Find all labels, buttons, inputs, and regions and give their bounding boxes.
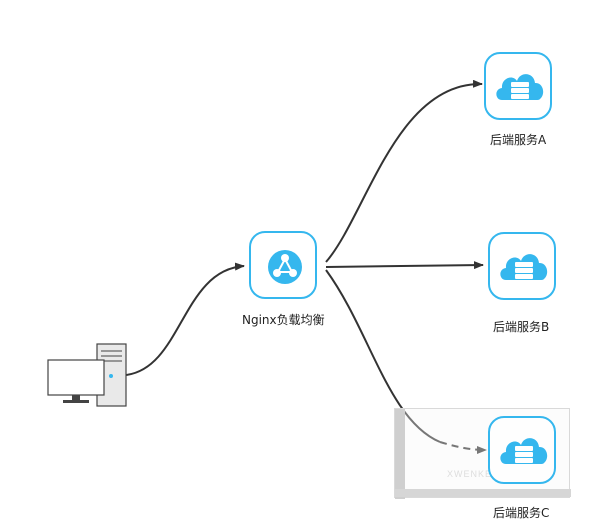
arrow-nginx-to-backend-c-dashed (439, 441, 487, 454)
nginx-node[interactable] (249, 231, 317, 299)
arrow-nginx-to-backend-b (325, 261, 484, 270)
cloud-server-icon (500, 438, 548, 464)
backend-b-node[interactable] (488, 232, 556, 300)
arrow-client-to-nginx (125, 262, 245, 376)
nginx-label: Nginx负载均衡 (242, 313, 325, 327)
backend-a-label: 后端服务A (490, 133, 547, 147)
backend-a-node[interactable] (484, 52, 552, 120)
backend-c-label: 后端服务C (493, 506, 550, 520)
desktop-computer-icon[interactable] (46, 342, 130, 408)
nginx-hub-icon (268, 250, 302, 284)
arrow-nginx-to-backend-c (325, 269, 441, 443)
cloud-server-icon (496, 74, 544, 100)
arrow-nginx-to-backend-a (325, 79, 483, 263)
watermark-bottom-bar (395, 489, 571, 497)
cloud-server-icon (500, 254, 548, 280)
backend-b-label: 后端服务B (493, 320, 550, 334)
watermark-text: XWENKE (447, 469, 493, 479)
watermark-side-bar (395, 409, 405, 499)
backend-c-node[interactable] (488, 416, 556, 484)
